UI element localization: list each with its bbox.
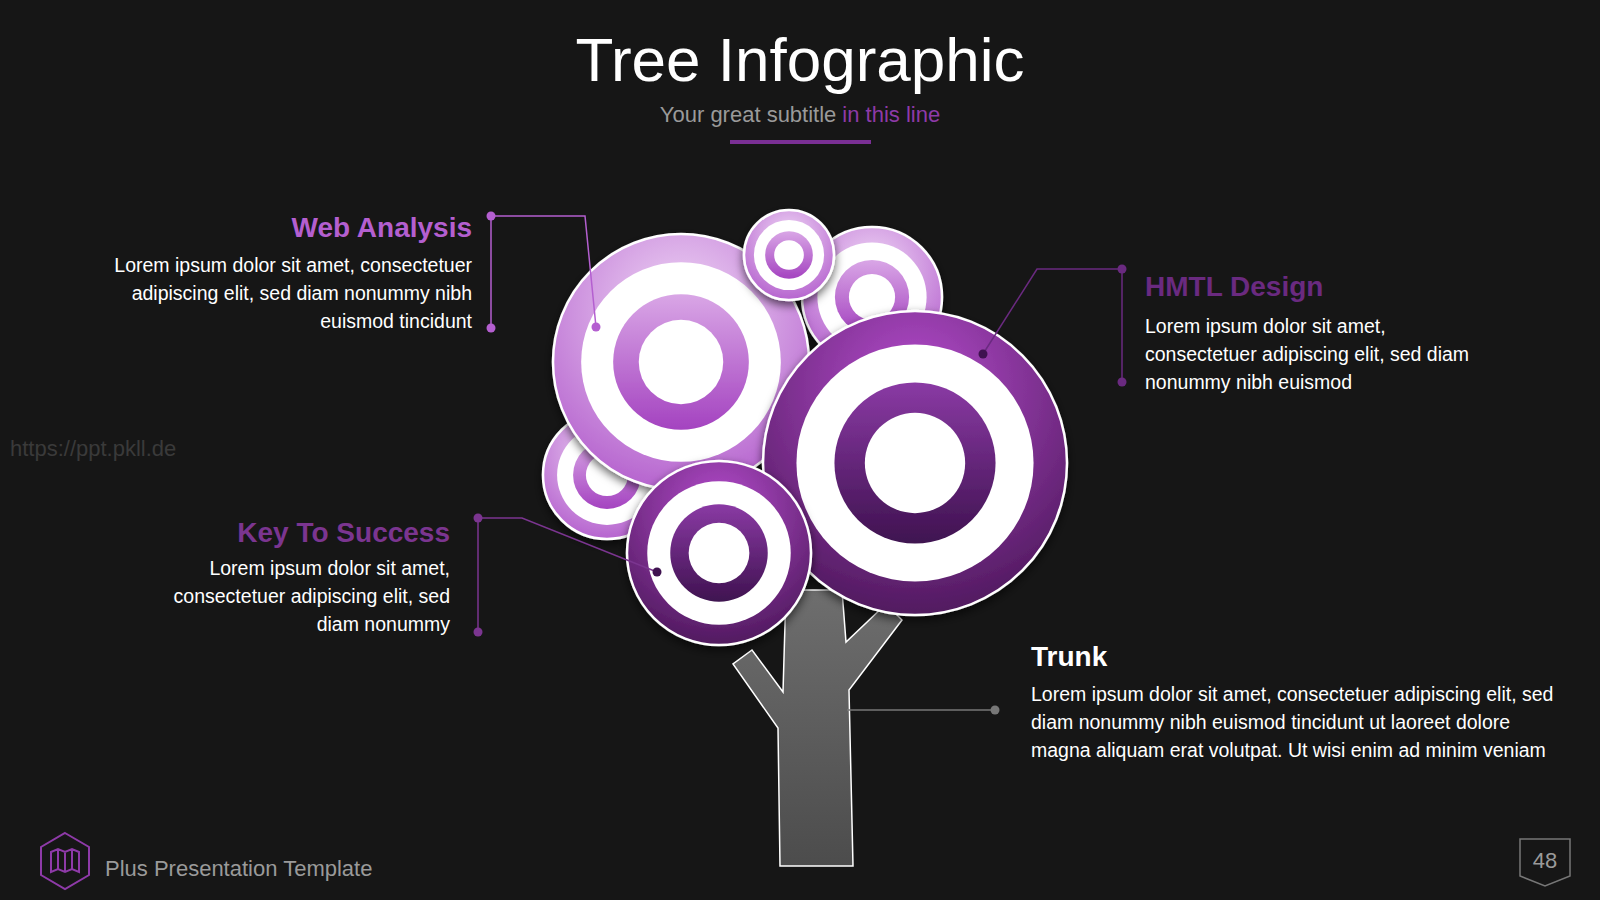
page-number: 48	[1520, 848, 1570, 874]
callout-body: Lorem ipsum dolor sit amet, consectetuer…	[92, 251, 472, 335]
footer-text: Plus Presentation Template	[105, 856, 372, 882]
watermark: https://ppt.pkll.de	[10, 436, 176, 462]
title-underline	[730, 140, 871, 144]
footer-hexagon	[41, 833, 89, 889]
callout-body: Lorem ipsum dolor sit amet, consectetuer…	[130, 554, 450, 638]
subtitle: in this line	[842, 102, 940, 128]
callout-body: Lorem ipsum dolor sit amet, consectetuer…	[1145, 312, 1490, 396]
subtitle: Your great subtitle	[660, 102, 837, 128]
page-badge	[1520, 839, 1570, 886]
leader-dots	[474, 212, 1127, 715]
callout-heading: Web Analysis	[291, 211, 472, 245]
leader-lines	[478, 216, 1122, 710]
crown-circle	[744, 210, 834, 300]
crown-circle	[627, 461, 811, 645]
subtitle-line: Your great subtitlein this line	[0, 102, 1600, 128]
tree-crown	[543, 210, 1067, 645]
slide-title: Tree Infographic	[0, 24, 1600, 95]
callout-body: Lorem ipsum dolor sit amet, consectetuer…	[1031, 680, 1561, 764]
callout-heading: Trunk	[1031, 640, 1107, 674]
map-icon	[51, 849, 79, 872]
callout-heading: HMTL Design	[1145, 270, 1323, 304]
callout-heading: Key To Success	[237, 516, 450, 550]
